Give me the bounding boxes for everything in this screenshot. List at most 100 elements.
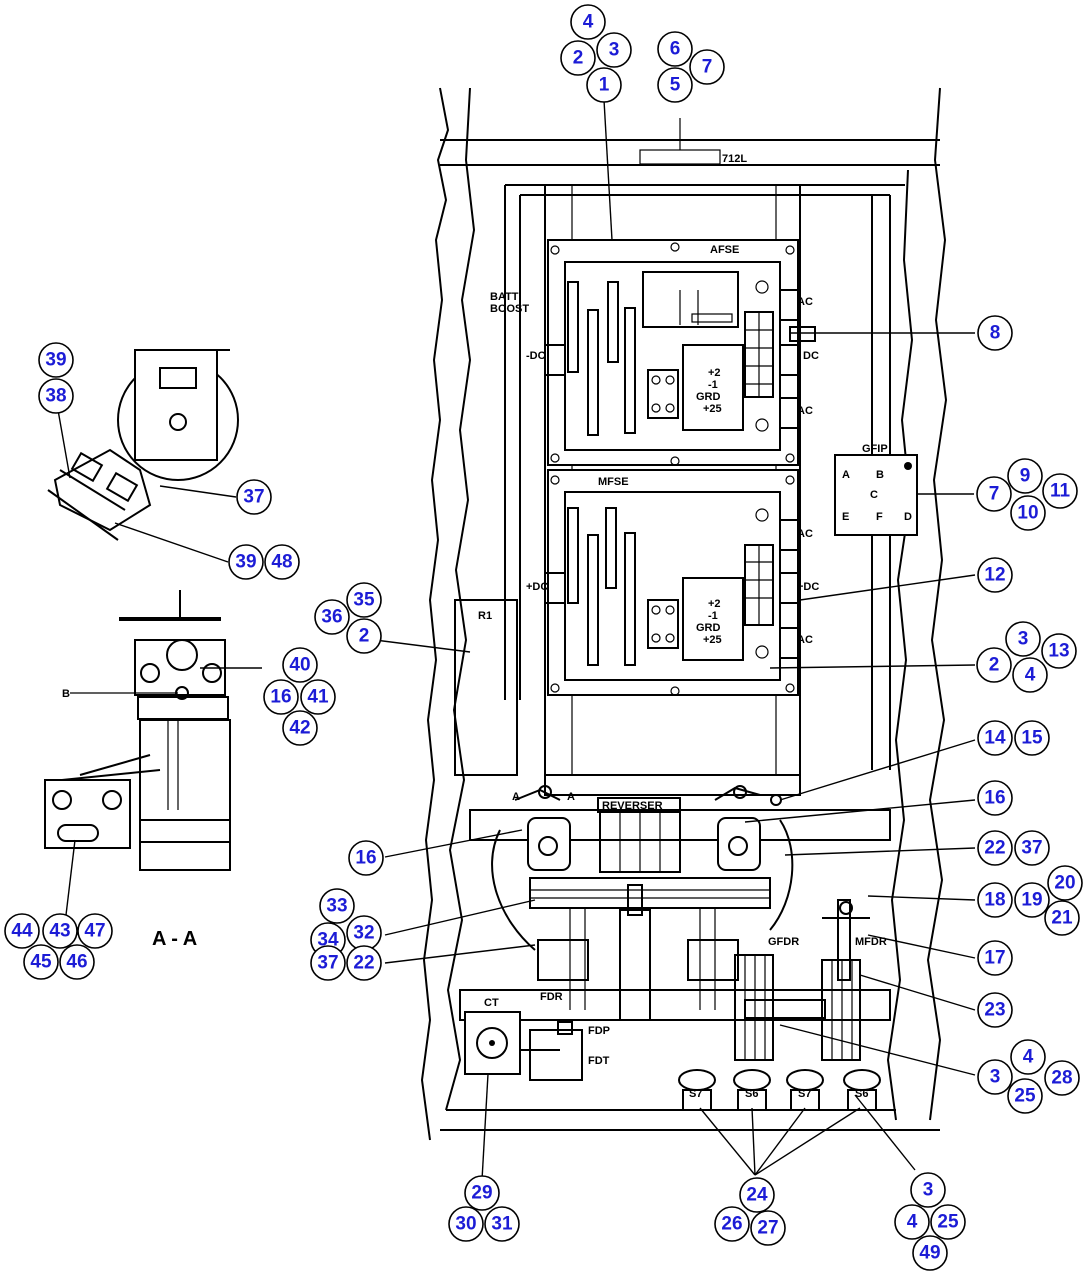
callout-2a[interactable]: 2 xyxy=(560,40,596,76)
svg-text:8: 8 xyxy=(990,323,1001,344)
callout-3b[interactable]: 3 xyxy=(1005,621,1041,657)
callout-8[interactable]: 8 xyxy=(977,315,1013,351)
callout-3a[interactable]: 3 xyxy=(596,32,632,68)
svg-text:44: 44 xyxy=(11,921,33,942)
callout-44[interactable]: 44 xyxy=(4,913,40,949)
svg-text:3: 3 xyxy=(990,1067,1001,1088)
svg-text:16: 16 xyxy=(355,848,376,869)
svg-text:38: 38 xyxy=(45,386,66,407)
callout-37c[interactable]: 37 xyxy=(310,945,346,981)
callout-48[interactable]: 48 xyxy=(264,544,300,580)
callout-4b[interactable]: 4 xyxy=(1012,657,1048,693)
callout-26[interactable]: 26 xyxy=(714,1206,750,1242)
svg-text:5: 5 xyxy=(670,75,681,96)
callout-16c[interactable]: 16 xyxy=(348,840,384,876)
svg-text:13: 13 xyxy=(1048,641,1069,662)
callout-19[interactable]: 19 xyxy=(1014,882,1050,918)
svg-text:16: 16 xyxy=(270,687,291,708)
svg-text:A: A xyxy=(512,791,520,803)
callout-40[interactable]: 40 xyxy=(282,647,318,683)
callout-16a[interactable]: 16 xyxy=(263,679,299,715)
detail-wheel xyxy=(47,349,239,541)
fdr-cores: GFDR MFDR S7 S6 S7 S6 xyxy=(678,899,887,1111)
svg-text:2: 2 xyxy=(359,626,370,647)
callout-11[interactable]: 11 xyxy=(1042,473,1078,509)
callout-14[interactable]: 14 xyxy=(977,720,1013,756)
svg-text:2: 2 xyxy=(573,48,584,69)
callout-39b[interactable]: 39 xyxy=(228,544,264,580)
callout-18[interactable]: 18 xyxy=(977,882,1013,918)
svg-text:23: 23 xyxy=(984,1000,1005,1021)
callout-43[interactable]: 43 xyxy=(42,913,78,949)
svg-text:29: 29 xyxy=(471,1183,492,1204)
label-batt: BATT xyxy=(490,291,519,303)
callout-6[interactable]: 6 xyxy=(657,31,693,67)
svg-text:4: 4 xyxy=(907,1212,918,1233)
callout-7b[interactable]: 7 xyxy=(976,476,1012,512)
svg-text:+25: +25 xyxy=(703,634,722,646)
callout-21[interactable]: 21 xyxy=(1044,900,1080,936)
callout-23[interactable]: 23 xyxy=(977,992,1013,1028)
svg-text:43: 43 xyxy=(49,921,70,942)
callout-24[interactable]: 24 xyxy=(739,1177,775,1213)
callout-7a[interactable]: 7 xyxy=(689,49,725,85)
label-712l: 712L xyxy=(722,153,747,165)
callout-20[interactable]: 20 xyxy=(1047,865,1083,901)
callout-25b[interactable]: 25 xyxy=(930,1204,966,1240)
callout-49[interactable]: 49 xyxy=(912,1235,948,1271)
callout-4c[interactable]: 4 xyxy=(1010,1039,1046,1075)
callout-4d[interactable]: 4 xyxy=(894,1204,930,1240)
svg-text:42: 42 xyxy=(289,718,310,739)
callout-29[interactable]: 29 xyxy=(464,1175,500,1211)
callout-37b[interactable]: 37 xyxy=(1014,830,1050,866)
callout-2b[interactable]: 2 xyxy=(346,618,382,654)
svg-text:37: 37 xyxy=(243,487,264,508)
svg-text:20: 20 xyxy=(1054,873,1075,894)
callout-22a[interactable]: 22 xyxy=(977,830,1013,866)
callout-35[interactable]: 35 xyxy=(346,582,382,618)
callout-28[interactable]: 28 xyxy=(1044,1060,1080,1096)
callout-22b[interactable]: 22 xyxy=(346,945,382,981)
callout-10[interactable]: 10 xyxy=(1010,495,1046,531)
callout-4a[interactable]: 4 xyxy=(570,4,606,40)
callout-30[interactable]: 30 xyxy=(448,1206,484,1242)
callout-1[interactable]: 1 xyxy=(586,67,622,103)
svg-text:46: 46 xyxy=(66,952,87,973)
callout-31[interactable]: 31 xyxy=(484,1206,520,1242)
callout-38[interactable]: 38 xyxy=(38,378,74,414)
callout-39a[interactable]: 39 xyxy=(38,342,74,378)
callout-25a[interactable]: 25 xyxy=(1007,1078,1043,1114)
callout-32[interactable]: 32 xyxy=(346,915,382,951)
svg-text:4: 4 xyxy=(1023,1047,1034,1068)
svg-text:9: 9 xyxy=(1020,466,1031,487)
svg-text:4: 4 xyxy=(1025,665,1036,686)
current-transformer-area: CT FDR FDP FDT xyxy=(464,991,610,1081)
svg-text:7: 7 xyxy=(702,57,713,78)
callout-2c[interactable]: 2 xyxy=(976,647,1012,683)
callout-36[interactable]: 36 xyxy=(314,599,350,635)
callout-12[interactable]: 12 xyxy=(977,557,1013,593)
callout-37a[interactable]: 37 xyxy=(236,479,272,515)
callout-9[interactable]: 9 xyxy=(1007,458,1043,494)
svg-text:24: 24 xyxy=(746,1185,768,1206)
callout-27[interactable]: 27 xyxy=(750,1210,786,1246)
callout-33[interactable]: 33 xyxy=(319,888,355,924)
callout-42[interactable]: 42 xyxy=(282,710,318,746)
section-label: A - A xyxy=(152,928,197,950)
svg-text:3: 3 xyxy=(1018,629,1029,650)
callout-16b[interactable]: 16 xyxy=(977,780,1013,816)
callout-5[interactable]: 5 xyxy=(657,67,693,103)
callout-13[interactable]: 13 xyxy=(1041,633,1077,669)
callout-41[interactable]: 41 xyxy=(300,679,336,715)
callout-47[interactable]: 47 xyxy=(77,913,113,949)
callout-17[interactable]: 17 xyxy=(977,940,1013,976)
svg-text:11: 11 xyxy=(1050,481,1071,502)
callout-46[interactable]: 46 xyxy=(59,944,95,980)
svg-text:22: 22 xyxy=(984,838,1005,859)
svg-text:14: 14 xyxy=(984,728,1006,749)
svg-text:C: C xyxy=(870,489,878,501)
callout-15[interactable]: 15 xyxy=(1014,720,1050,756)
callout-3d[interactable]: 3 xyxy=(910,1172,946,1208)
callout-3c[interactable]: 3 xyxy=(977,1059,1013,1095)
callout-45[interactable]: 45 xyxy=(23,944,59,980)
